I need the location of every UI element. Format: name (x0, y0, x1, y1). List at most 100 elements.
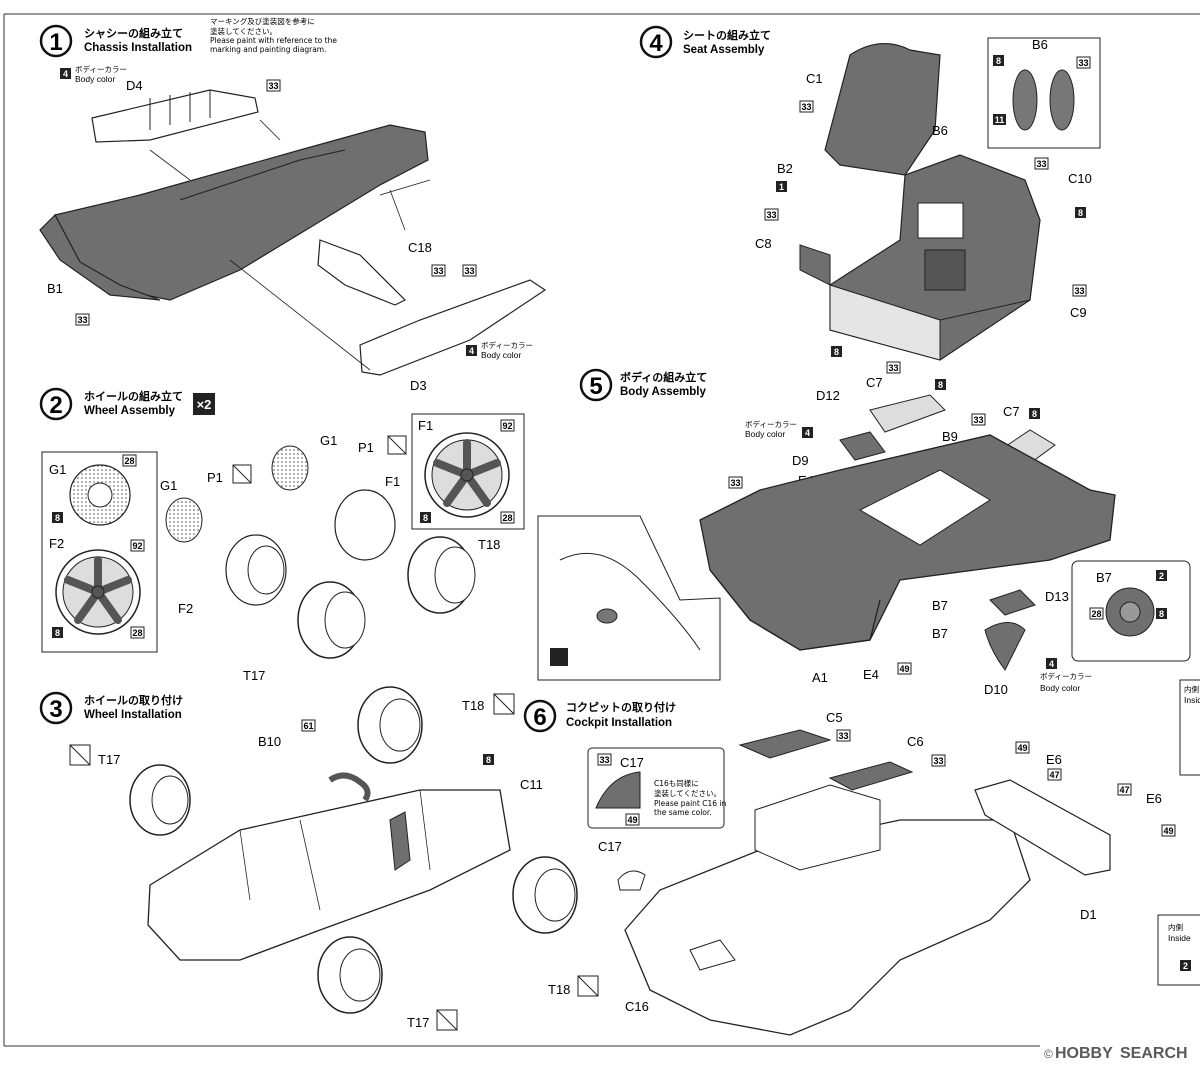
step5-title-en: Body Assembly (620, 386, 706, 398)
step4-badge-33-b2 (764, 208, 779, 221)
part-d1-wing (974, 779, 1111, 876)
step4-badge-8-tub-text: 8 (834, 347, 839, 357)
f1-spokes-inset (433, 439, 501, 507)
step4-title-jp: シートの組み立て (683, 28, 771, 42)
step6-badge-33-c5-text: 33 (838, 731, 848, 741)
part-a1-cockpit-opening (858, 469, 991, 546)
step2-badge-8-a-text: 8 (55, 513, 60, 523)
step4-badge-11 (993, 114, 1006, 125)
step5-badge-4-b (1046, 658, 1057, 669)
step5-detail-part (596, 608, 618, 624)
partial-inside-en: Insid (1184, 695, 1200, 705)
partial-inside-box-a (1179, 679, 1200, 776)
label-d12: D12 (816, 388, 840, 403)
step5-badge-4-b-text: 4 (1049, 659, 1054, 669)
step5-badge-33-body (728, 476, 743, 489)
step3-chassis (147, 789, 511, 961)
step5-badge-8-b7-text: 8 (1159, 609, 1164, 619)
c17-shape-inset (595, 771, 641, 809)
step6-number-circle (523, 699, 557, 733)
step1-d3-body-color-en: Body color (481, 350, 521, 360)
t17-no-paint-a-slash (69, 744, 91, 766)
g1-hub-inset (87, 482, 113, 508)
step5-badge-33-body-text: 33 (730, 478, 740, 488)
step2-badge-8-b-text: 8 (55, 628, 60, 638)
step5-badge-2 (1156, 570, 1167, 581)
part-a1-front-edge (709, 569, 881, 651)
side-badge-2-text: 2 (1183, 961, 1188, 971)
label-c10: C10 (1068, 171, 1092, 186)
watermark-brand: HOBBY (1055, 1045, 1113, 1062)
label-d3: D3 (410, 378, 427, 393)
step4-badge-8-c10-text: 8 (1078, 208, 1083, 218)
f2-spokes-inset (64, 556, 132, 624)
step2-times: ×2 (197, 397, 212, 412)
label-c9: C9 (1070, 305, 1087, 320)
f1-hub-inset (460, 468, 474, 482)
t18-inner-step3-a (379, 698, 421, 752)
step2-number: 2 (49, 392, 62, 419)
step6-badge-47-a-text: 47 (1049, 770, 1059, 780)
part-b1-front-splitter (39, 214, 161, 301)
step4-tub-front (829, 284, 941, 361)
side-badge-2 (1180, 960, 1191, 971)
step4-number-circle (639, 25, 673, 59)
step1-badge-33-d3 (462, 264, 477, 277)
step5-badge-4-a (802, 427, 813, 438)
step4-section: 4 シートの組み立て Seat Assembly C1 33 B6 8 33 1… (639, 25, 1101, 374)
b6-bottle-a (1012, 69, 1038, 131)
step3-chassis-detail (239, 789, 431, 911)
step1-paint-note-en-1: Please paint with reference to the (210, 36, 337, 45)
part-c9-box (924, 249, 966, 291)
step6-title-en: Cockpit Installation (566, 717, 672, 729)
step6-badge-49-a-text: 49 (1017, 743, 1027, 753)
part-c18-shape (317, 239, 407, 306)
g1-disc-b (271, 445, 309, 491)
part-c16-shape (689, 939, 736, 971)
part-a1-body (699, 434, 1116, 651)
part-c7-a (869, 394, 946, 433)
step6-badge-49-a (1015, 741, 1030, 754)
step1-number-circle (39, 24, 73, 58)
step6-badge-33-c6 (931, 754, 946, 767)
step2-badge-28-a (122, 454, 137, 467)
label-e6-a: E6 (1046, 752, 1062, 767)
t18-inner-b (434, 546, 476, 604)
label-a1: A1 (812, 670, 828, 685)
step2-badge-28-c-text: 28 (502, 513, 512, 523)
step1-badge-33-b1 (75, 313, 90, 326)
step2-badge-28-a-text: 28 (124, 456, 134, 466)
label-b7-a: B7 (932, 598, 948, 613)
step3-badge-8-text: 8 (486, 755, 491, 765)
step5-body-color-en-b: Body color (1040, 683, 1080, 693)
step1-badge-33-c18-text: 33 (433, 266, 443, 276)
part-c8-shape (799, 244, 831, 286)
step1-badge-4 (60, 68, 71, 79)
step2-badge-28-b-text: 28 (132, 628, 142, 638)
p1-slash-b (387, 435, 407, 455)
label-d1: D1 (1080, 907, 1097, 922)
step4-badge-33-tub (886, 361, 901, 374)
step3-badge-8 (483, 754, 494, 765)
step6-badge-33-c17 (597, 753, 612, 766)
step6-badge-47-a (1047, 768, 1062, 781)
step5-badge-33-b9 (971, 413, 986, 426)
part-c6-shape (828, 761, 914, 791)
step5-detail-inset (537, 515, 721, 681)
part-c1-seat (824, 42, 941, 176)
label-c1: C1 (806, 71, 823, 86)
label-c16: C16 (625, 999, 649, 1014)
step6-badge-47-b-text: 47 (1119, 785, 1129, 795)
step1-title-jp: シャシーの組み立て (84, 26, 183, 40)
step4-badge-8-b6 (993, 55, 1004, 66)
f2-hub-inset (91, 585, 105, 599)
step1-d3-body-color-jp: ボディーカラー (481, 340, 533, 350)
step4-b6-inset (987, 37, 1101, 149)
part-d12-shape (839, 431, 886, 461)
step1-body-color-en: Body color (75, 74, 115, 84)
step4-badge-8-tub (831, 346, 842, 357)
step5-badge-49-b-text: 49 (899, 664, 909, 674)
step4-badge-33-c1 (799, 100, 814, 113)
label-c17: C17 (598, 839, 622, 854)
step4-badge-33-b6-text: 33 (1078, 58, 1088, 68)
